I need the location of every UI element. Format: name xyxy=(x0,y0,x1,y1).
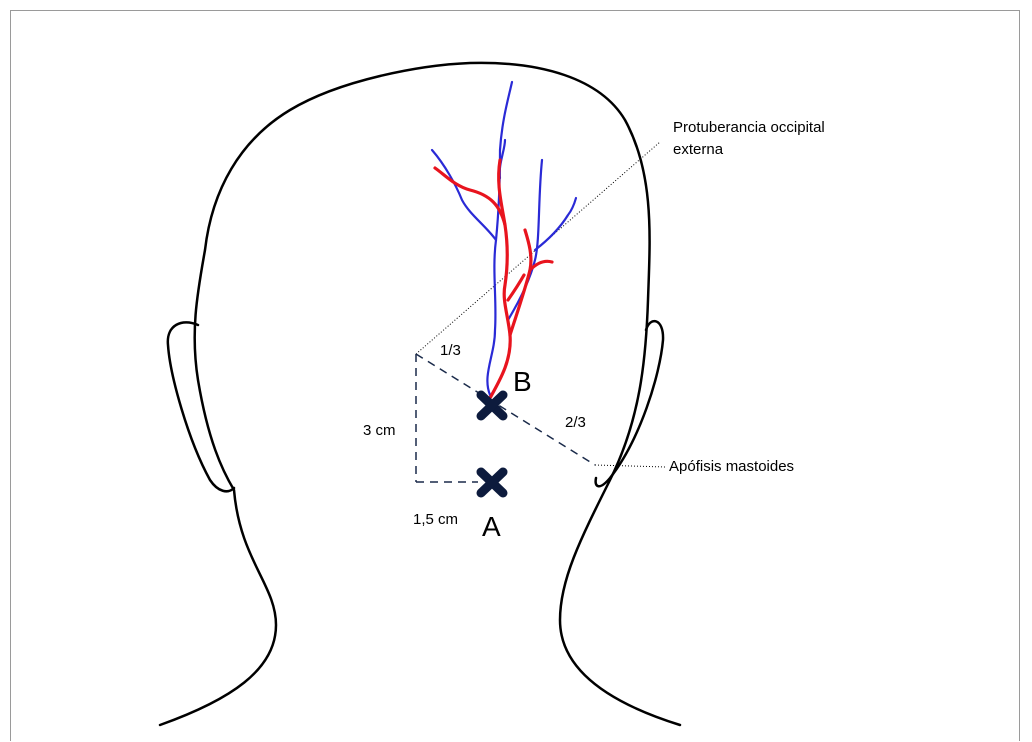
point-a-label: A xyxy=(482,511,501,543)
left-ear xyxy=(168,322,234,491)
right-ear xyxy=(596,321,663,486)
three-cm-label: 3 cm xyxy=(363,422,396,439)
protuberancia-label-line-2: externa xyxy=(673,139,825,161)
two-thirds-label: 2/3 xyxy=(565,414,586,431)
occipital-artery xyxy=(435,160,552,398)
one-third-label: 1/3 xyxy=(440,342,461,359)
protuberancia-label-line-1: Protuberancia occipital xyxy=(673,117,825,139)
apofisis-leader-line xyxy=(595,465,666,467)
apofisis-label: Apófisis mastoides xyxy=(669,456,794,478)
point-b-label: B xyxy=(513,366,532,398)
one-five-cm-label: 1,5 cm xyxy=(413,511,458,528)
point-a-marker xyxy=(481,472,503,493)
head-outline xyxy=(160,63,680,725)
protuberancia-label: Protuberancia occipital externa xyxy=(673,117,825,161)
